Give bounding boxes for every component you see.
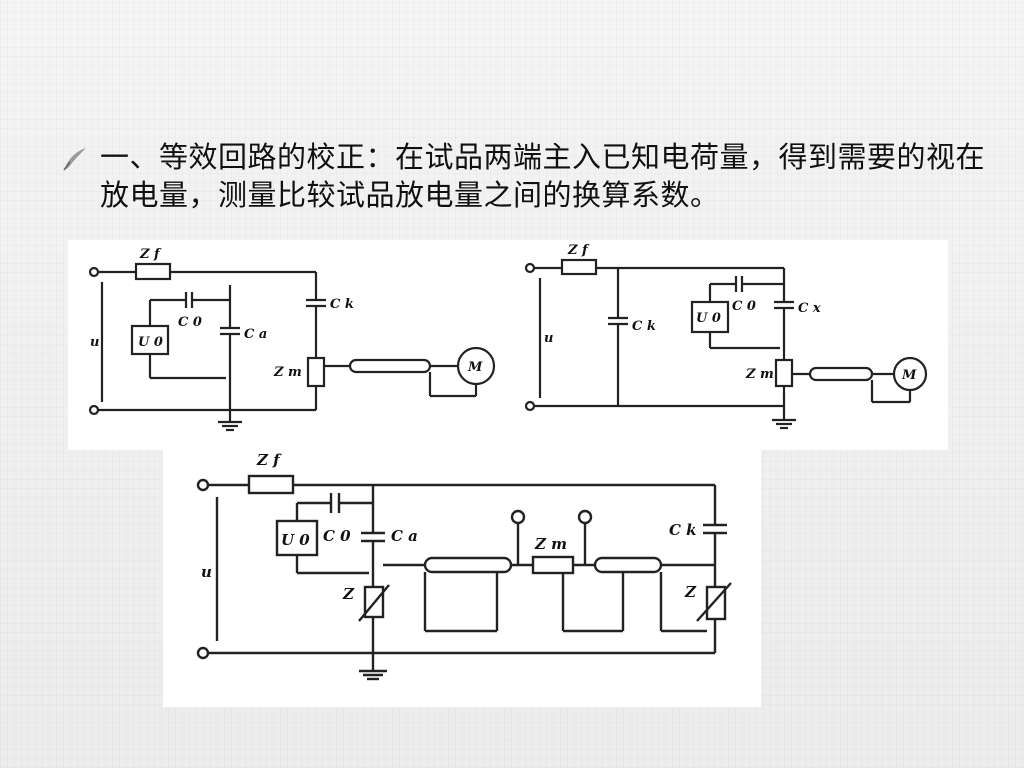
label-ck-left: C k [330, 297, 354, 312]
label-u0-left: U 0 [138, 335, 163, 350]
label-zm-right: Z m [745, 367, 774, 382]
label-zf-bottom: Z f [256, 451, 282, 469]
label-zm-left: Z m [273, 365, 302, 380]
label-ca-left: C a [244, 327, 267, 342]
circuit-diagrams-top-svg: Z f u U 0 C 0 C a C k Z m M Z f u U 0 C … [88, 243, 928, 432]
label-ck-bottom: C k [669, 521, 697, 539]
label-u-right: u [544, 331, 553, 346]
label-u-bottom: u [201, 563, 212, 581]
label-c0-bottom: C 0 [323, 527, 351, 545]
quill-bullet-icon [63, 148, 86, 171]
label-c0-left: C 0 [178, 315, 202, 330]
label-ck-right: C k [632, 319, 656, 334]
label-z-left-bottom: Z [342, 585, 355, 603]
label-z-right-bottom: Z [684, 583, 697, 601]
bullet-paragraph: 一、等效回路的校正：在试品两端主入已知电荷量，得到需要的视在放电量，测量比较试品… [60, 138, 1010, 214]
label-u0-right: U 0 [696, 311, 721, 326]
circuit-figure-bottom: Z f u U 0 C 0 C a Z Z m C k Z [163, 445, 761, 707]
label-zf-left: Z f [139, 247, 162, 262]
bullet-text: 一、等效回路的校正：在试品两端主入已知电荷量，得到需要的视在放电量，测量比较试品… [100, 140, 986, 212]
label-m-right: M [901, 368, 917, 383]
label-c0-right: C 0 [732, 299, 756, 314]
label-ca-bottom: C a [391, 527, 418, 545]
circuit-figure-top: Z f u U 0 C 0 C a C k Z m M Z f u U 0 C … [68, 240, 948, 450]
circuit-diagram-bottom-svg: Z f u U 0 C 0 C a Z Z m C k Z [196, 451, 732, 681]
label-zm-bottom: Z m [534, 535, 567, 553]
label-m-left: M [467, 360, 483, 375]
label-zf-right: Z f [567, 243, 590, 258]
label-u0-bottom: U 0 [281, 531, 310, 549]
label-cx-right: C x [798, 301, 821, 316]
label-u-left: u [90, 335, 99, 350]
